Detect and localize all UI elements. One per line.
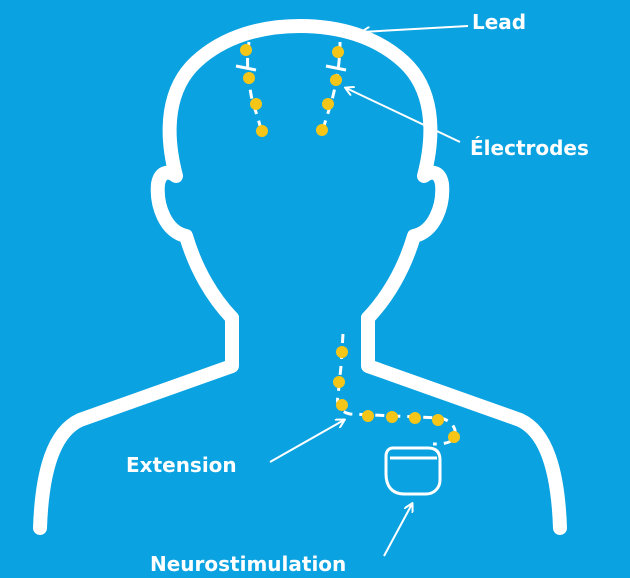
extension-dot	[336, 399, 348, 411]
electrode-dot	[256, 125, 268, 137]
extension-dot	[409, 412, 421, 424]
left-lead-anchor	[236, 66, 256, 70]
electrode-dot	[240, 44, 252, 56]
electrode-dot	[243, 72, 255, 84]
neurostimulation-label: Neurostimulation	[150, 552, 346, 576]
left-lead-wire	[248, 42, 262, 134]
extension-dot	[333, 376, 345, 388]
extension-dot	[386, 411, 398, 423]
electrodes-arrow	[346, 88, 460, 142]
electrode-dot	[330, 74, 342, 86]
lead-arrow	[362, 26, 468, 32]
right-lead-anchor	[326, 66, 346, 70]
extension-dot	[448, 431, 460, 443]
extension-dot	[362, 410, 374, 422]
electrode-dot	[250, 98, 262, 110]
electrodes-label: Électrodes	[470, 136, 589, 160]
extension-dot	[336, 346, 348, 358]
electrode-dot	[322, 98, 334, 110]
extension-dot	[432, 414, 444, 426]
electrode-dot	[316, 124, 328, 136]
head-outline	[158, 26, 443, 333]
left-shoulder	[40, 318, 232, 528]
neurostimulation-arrow	[384, 504, 412, 556]
electrode-dot	[332, 46, 344, 58]
extension-label: Extension	[126, 453, 237, 477]
neurostimulator-device	[386, 448, 440, 494]
lead-label: Lead	[472, 10, 526, 34]
right-shoulder	[368, 318, 560, 528]
extension-arrow	[270, 420, 344, 462]
